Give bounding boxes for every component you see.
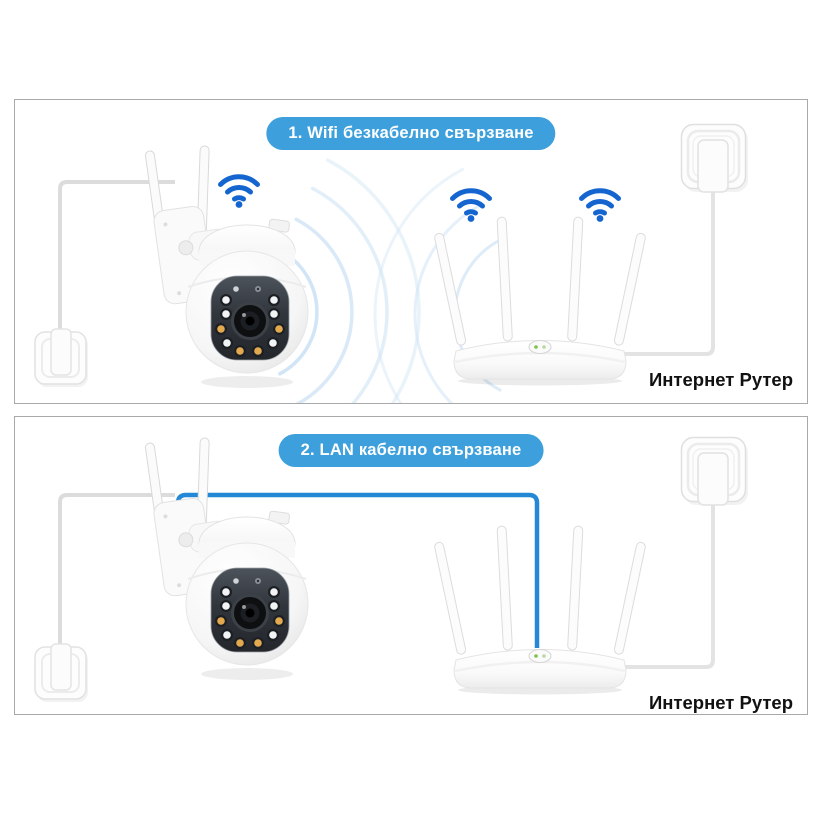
panel-title-badge: 1. Wifi безкабелно свързване: [266, 117, 556, 150]
wifi-scene: [34, 123, 750, 403]
internet-router: [432, 524, 648, 696]
router-wifi-icon: [453, 191, 490, 222]
internet-router: [432, 215, 648, 387]
ptz-camera: [143, 436, 310, 682]
wall-socket: [680, 436, 750, 507]
router-label: Интернет Рутер: [648, 692, 793, 713]
wall-power-switch: [34, 643, 89, 703]
lan-scene: [34, 436, 750, 703]
panel-title-badge: 2. LAN кабелно свързване: [278, 434, 544, 467]
router-power-cable: [623, 503, 715, 669]
router-label: Интернет Рутер: [648, 369, 793, 390]
lan-cable: [175, 492, 540, 648]
wifi-connection-panel: 1. Wifi безкабелно свързване Интернет Ру…: [14, 99, 808, 404]
lan-connection-panel: 2. LAN кабелно свързване Интернет Рутер: [14, 416, 808, 715]
camera-power-cable: [58, 493, 175, 646]
camera-wifi-icon: [221, 177, 258, 208]
camera-power-cable: [58, 180, 175, 331]
router-wifi-icon: [582, 191, 619, 222]
wall-socket: [680, 123, 750, 194]
wall-power-switch: [34, 328, 89, 388]
router-power-cable: [623, 190, 715, 356]
